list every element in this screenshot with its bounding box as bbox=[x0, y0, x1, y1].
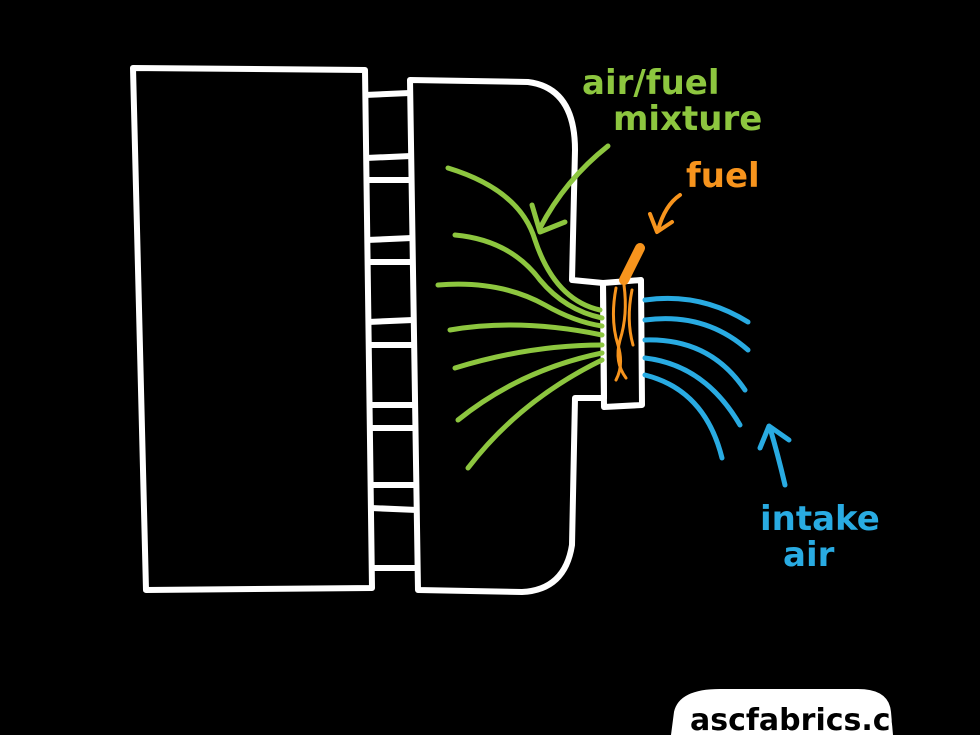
intake-air-streams bbox=[642, 295, 751, 461]
fuel-label: fuel bbox=[686, 156, 760, 196]
intake-label-line1: intake bbox=[760, 499, 880, 539]
mixture-label-line1: air/fuel bbox=[582, 63, 720, 103]
watermark-text: ascfabrics.com bbox=[690, 703, 942, 735]
watermark-badge: ascfabrics.com bbox=[670, 689, 942, 735]
connector-rungs bbox=[364, 90, 418, 571]
fuel-spray bbox=[611, 283, 635, 382]
intake-label-line2: air bbox=[783, 535, 835, 575]
fuel-nozzle bbox=[619, 243, 645, 285]
mixture-streams bbox=[435, 165, 605, 471]
intake-arrow bbox=[757, 423, 792, 488]
carburetor-throat bbox=[600, 277, 645, 410]
intake-manifold bbox=[407, 77, 607, 595]
fuel-arrow bbox=[648, 193, 682, 234]
mixture-label-line2: mixture bbox=[613, 99, 762, 139]
mixture-arrow bbox=[529, 143, 611, 235]
engine-block bbox=[130, 65, 375, 593]
